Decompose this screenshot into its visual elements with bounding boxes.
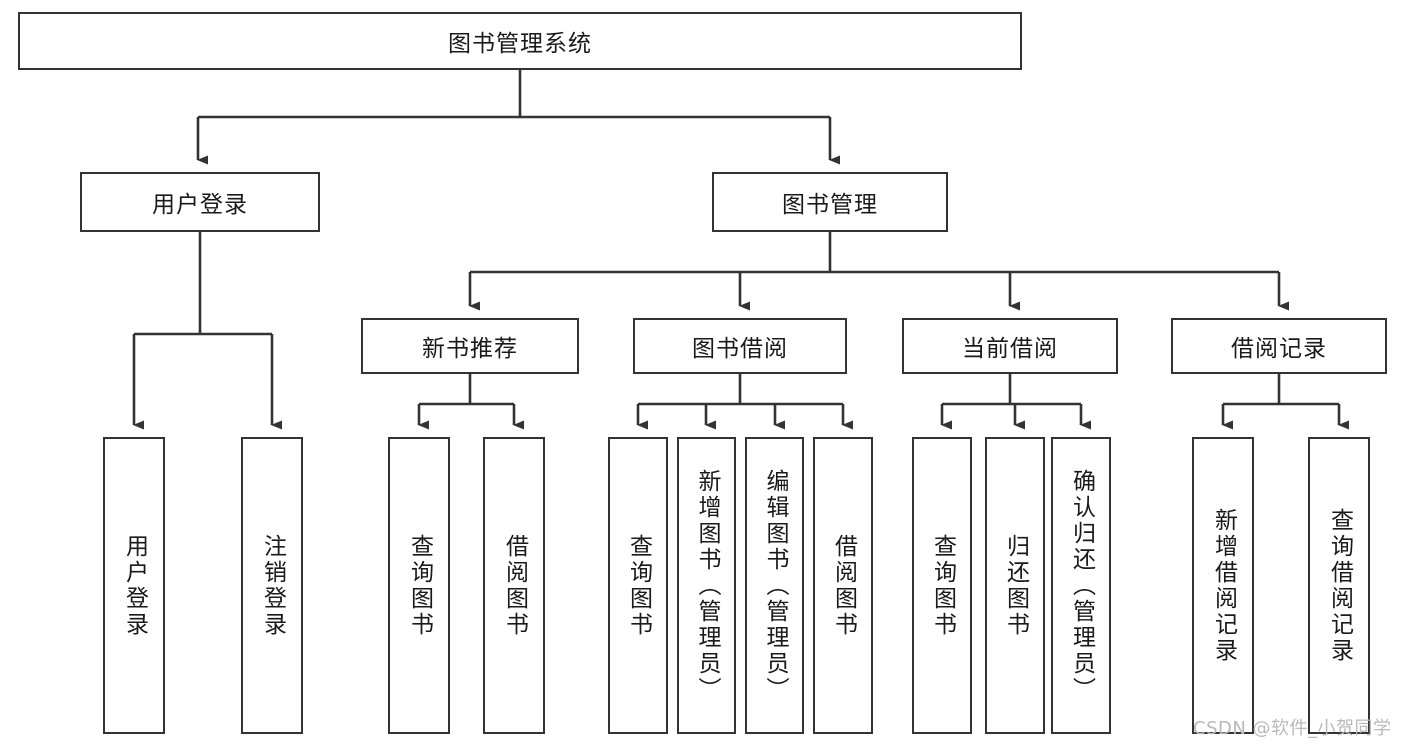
node-leaf-edit-book-label: 编辑图书（管理员） bbox=[762, 468, 788, 703]
node-leaf-logout[interactable]: 注销登录 bbox=[241, 437, 303, 734]
node-leaf-add-book[interactable]: 新增图书（管理员） bbox=[677, 437, 736, 734]
node-leaf-return-book-label: 归还图书 bbox=[1002, 533, 1029, 638]
node-leaf-query-record-label: 查询借阅记录 bbox=[1326, 507, 1353, 664]
node-leaf-add-book-label: 新增图书（管理员） bbox=[694, 468, 720, 703]
node-leaf-return-book[interactable]: 归还图书 bbox=[985, 437, 1045, 734]
node-new-book-recommend-label: 新书推荐 bbox=[422, 336, 518, 362]
node-book-borrow[interactable]: 图书借阅 bbox=[633, 318, 847, 374]
node-borrow-record-label: 借阅记录 bbox=[1231, 336, 1327, 362]
node-leaf-borrow-book-rec-label: 借阅图书 bbox=[501, 533, 528, 638]
node-leaf-borrow-book-label: 借阅图书 bbox=[830, 533, 857, 638]
node-user-login[interactable]: 用户登录 bbox=[80, 172, 320, 232]
node-leaf-user-login-label: 用户登录 bbox=[121, 533, 148, 638]
node-leaf-query-book-borrow-label: 查询图书 bbox=[625, 533, 652, 638]
node-book-manage[interactable]: 图书管理 bbox=[712, 172, 948, 232]
node-leaf-query-book-current-label: 查询图书 bbox=[929, 533, 956, 638]
node-root-label: 图书管理系统 bbox=[448, 31, 592, 57]
node-leaf-query-book-rec-label: 查询图书 bbox=[406, 533, 433, 638]
node-leaf-borrow-book-rec[interactable]: 借阅图书 bbox=[483, 437, 545, 734]
node-book-borrow-label: 图书借阅 bbox=[692, 336, 788, 362]
node-borrow-record[interactable]: 借阅记录 bbox=[1171, 318, 1387, 374]
node-leaf-user-login[interactable]: 用户登录 bbox=[103, 437, 165, 734]
node-leaf-logout-label: 注销登录 bbox=[259, 533, 286, 638]
node-current-borrow[interactable]: 当前借阅 bbox=[902, 318, 1118, 374]
node-user-login-label: 用户登录 bbox=[152, 192, 248, 218]
node-book-manage-label: 图书管理 bbox=[782, 192, 878, 218]
node-leaf-query-book-borrow[interactable]: 查询图书 bbox=[608, 437, 668, 734]
node-leaf-add-record[interactable]: 新增借阅记录 bbox=[1192, 437, 1254, 734]
node-leaf-query-book-current[interactable]: 查询图书 bbox=[912, 437, 972, 734]
node-leaf-borrow-book[interactable]: 借阅图书 bbox=[813, 437, 873, 734]
node-leaf-edit-book[interactable]: 编辑图书（管理员） bbox=[745, 437, 804, 734]
node-root[interactable]: 图书管理系统 bbox=[18, 12, 1022, 70]
node-leaf-confirm-return[interactable]: 确认归还（管理员） bbox=[1051, 437, 1111, 734]
node-leaf-confirm-return-label: 确认归还（管理员） bbox=[1068, 468, 1095, 703]
node-current-borrow-label: 当前借阅 bbox=[962, 336, 1058, 362]
node-new-book-recommend[interactable]: 新书推荐 bbox=[361, 318, 579, 374]
node-leaf-query-record[interactable]: 查询借阅记录 bbox=[1308, 437, 1370, 734]
node-leaf-query-book-rec[interactable]: 查询图书 bbox=[388, 437, 450, 734]
node-leaf-add-record-label: 新增借阅记录 bbox=[1210, 507, 1237, 664]
